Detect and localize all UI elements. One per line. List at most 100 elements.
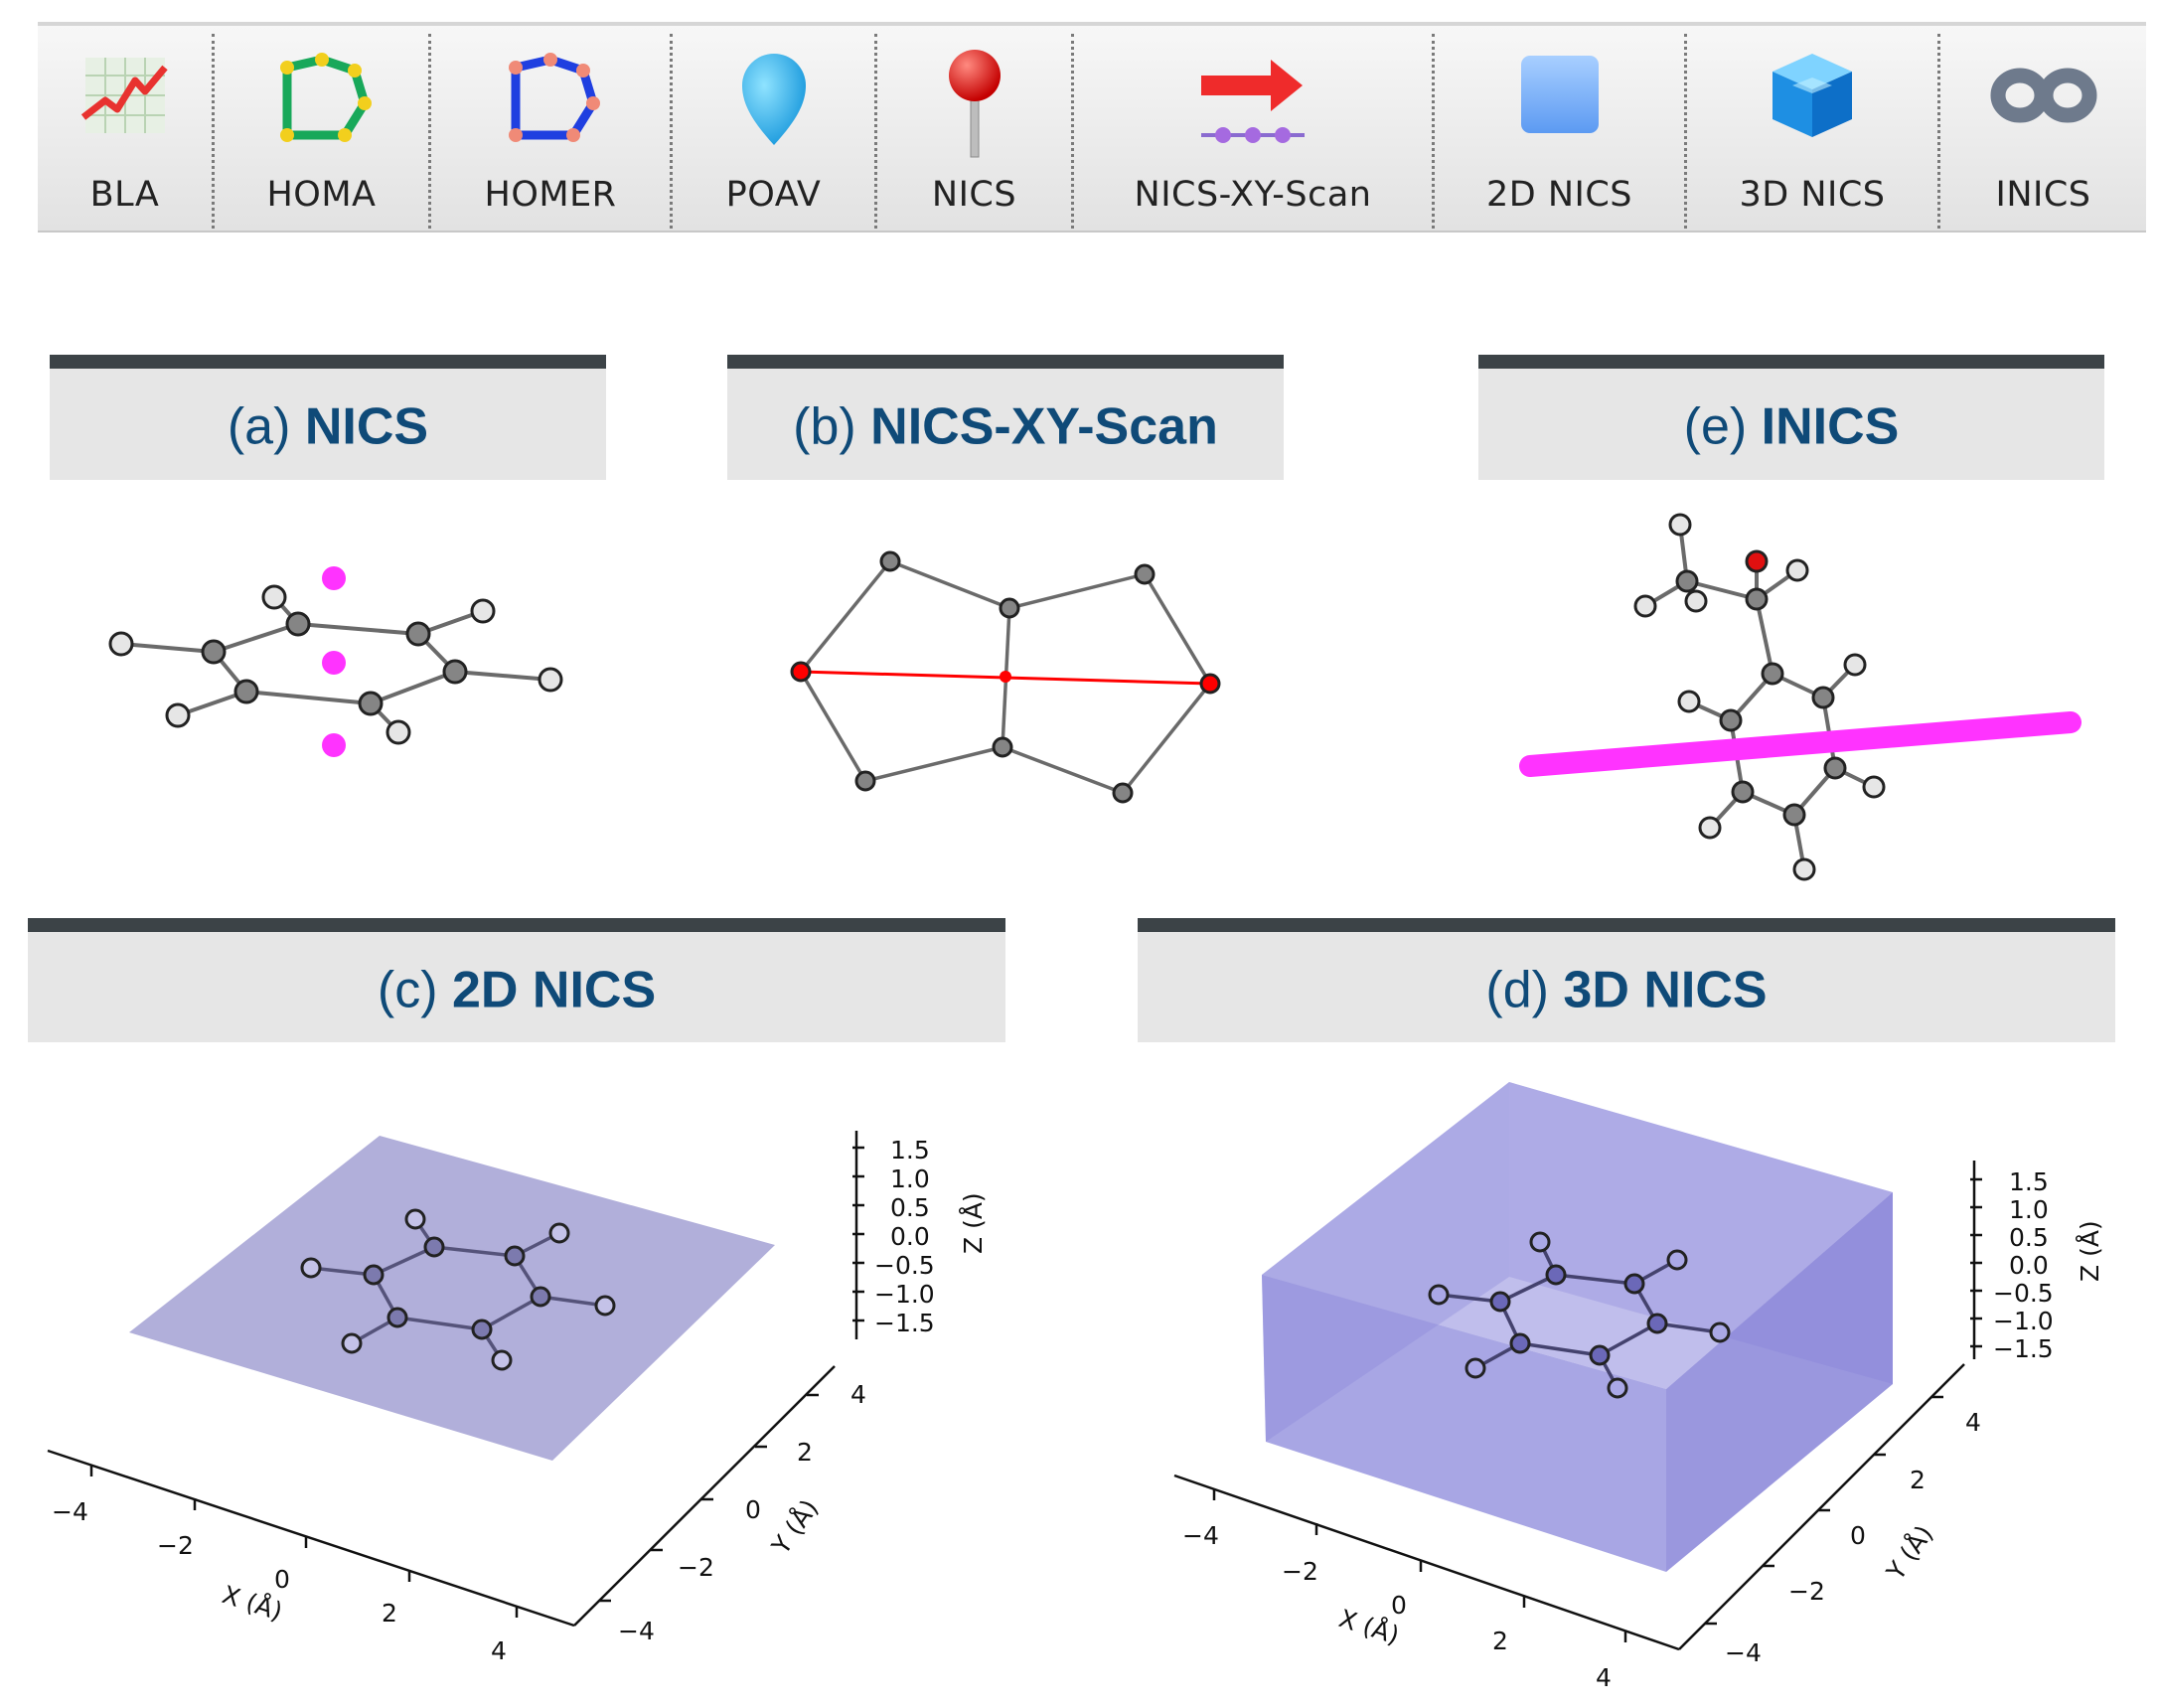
z-tick: 0.5 [2009, 1223, 2049, 1252]
3d-nics-button[interactable]: 3D NICS [1687, 26, 1937, 236]
panel-title: NICS-XY-Scan [870, 397, 1218, 456]
x-tick: −4 [52, 1497, 88, 1526]
panel-header-a: (a) NICS [50, 355, 606, 480]
x-tick: 0 [1391, 1591, 1407, 1620]
z-tick: 1.5 [890, 1136, 930, 1165]
line-chart-icon [38, 46, 212, 175]
pentagon-green-icon [215, 46, 428, 175]
nics-box-side [1666, 1192, 1893, 1572]
panel-prefix: (c) [377, 961, 438, 1019]
x-tick: 4 [491, 1636, 507, 1665]
plot-3d-nics: −4 −2 0 2 4 −4 −2 0 2 4 1.5 1.0 0.5 0.0 … [1173, 1082, 2104, 1692]
toolbar-separator [874, 34, 877, 229]
toolbar-separator [1937, 34, 1940, 229]
x-tick: −2 [157, 1531, 194, 1560]
z-tick: −1.0 [1993, 1307, 2054, 1335]
z-axis-label: Z (Å) [959, 1192, 988, 1254]
toolbar: BLA HOMA HOMER [38, 22, 2146, 233]
panel-header-b: (b) NICS-XY-Scan [727, 355, 1284, 480]
z-tick: −0.5 [874, 1251, 935, 1280]
x-tick: 0 [274, 1565, 290, 1594]
z-tick: 0.0 [890, 1222, 930, 1251]
toolbar-separator [1071, 34, 1074, 229]
y-tick: 4 [1965, 1408, 1981, 1437]
panel-prefix: (e) [1683, 397, 1748, 456]
tool-label: NICS-XY-Scan [1134, 175, 1372, 215]
z-tick: 1.0 [890, 1165, 930, 1193]
oxygen-atom [1745, 549, 1769, 573]
poav-button[interactable]: POAV [673, 26, 874, 236]
panel-prefix: (b) [793, 397, 856, 456]
bla-button[interactable]: BLA [38, 26, 212, 236]
panel-prefix: (a) [227, 397, 291, 456]
toolbar-separator [1432, 34, 1435, 229]
x-tick: 2 [382, 1599, 397, 1628]
nics-molecule [108, 566, 563, 757]
z-tick: −1.5 [874, 1309, 935, 1337]
square-plane-icon [1435, 46, 1684, 175]
y-tick: 0 [1850, 1521, 1866, 1550]
y-tick: −2 [678, 1553, 714, 1582]
tool-label: POAV [725, 175, 822, 215]
y-tick: −4 [1725, 1638, 1762, 1667]
y-tick: 4 [850, 1380, 866, 1409]
ghost-line [1519, 711, 2082, 777]
x-tick: 2 [1492, 1627, 1508, 1655]
arrow-scan-icon [1074, 46, 1432, 175]
toolbar-separator [428, 34, 431, 229]
panel-prefix: (d) [1485, 961, 1549, 1019]
panel-title: NICS [304, 397, 429, 456]
panel-title: 3D NICS [1563, 961, 1768, 1019]
panel-title: INICS [1761, 397, 1900, 456]
homer-button[interactable]: HOMER [431, 26, 670, 236]
z-tick: 1.0 [2009, 1195, 2049, 1224]
y-tick: 0 [745, 1495, 761, 1524]
2d-nics-button[interactable]: 2D NICS [1435, 26, 1684, 236]
z-tick: −1.0 [874, 1280, 935, 1309]
panel-header-e: (e) INICS [1478, 355, 2104, 480]
nics-plane [129, 1136, 775, 1461]
nics-xy-scan-button[interactable]: NICS-XY-Scan [1074, 26, 1432, 236]
inics-molecule [1519, 513, 2082, 881]
pushpin-icon [877, 46, 1071, 175]
panel-header-c: (c) 2D NICS [28, 918, 1005, 1042]
cube-icon [1687, 46, 1937, 175]
ghost-atoms [322, 566, 346, 757]
z-tick: −0.5 [1993, 1279, 2054, 1308]
y-tick: −2 [1788, 1577, 1825, 1606]
tool-label: 2D NICS [1485, 175, 1632, 215]
y-axis-label: Y (Å) [766, 1494, 825, 1560]
tool-label: HOMER [484, 175, 617, 215]
x-tick: −4 [1182, 1521, 1219, 1550]
plot-2d-nics: −4 −2 0 2 4 −4 −2 0 2 4 1.5 1.0 0.5 0.0 … [47, 1131, 988, 1665]
toolbar-separator [670, 34, 673, 229]
y-tick: 2 [1910, 1466, 1926, 1494]
z-tick: 0.0 [2009, 1251, 2049, 1280]
tool-label: INICS [1995, 175, 2091, 215]
z-tick: 1.5 [2009, 1167, 2049, 1196]
toolbar-separator [1684, 34, 1687, 229]
nics-button[interactable]: NICS [877, 26, 1071, 236]
homa-button[interactable]: HOMA [215, 26, 428, 236]
x-tick: −2 [1282, 1557, 1318, 1586]
infinity-icon [1940, 46, 2146, 175]
y-tick: 2 [797, 1438, 813, 1467]
x-tick: 4 [1596, 1663, 1612, 1692]
nics-xy-scan-molecule [790, 550, 1221, 804]
y-tick: −4 [618, 1617, 655, 1645]
z-tick: −1.5 [1993, 1334, 2054, 1363]
tool-label: 3D NICS [1739, 175, 1886, 215]
y-axis-label: Y (Å) [1881, 1520, 1939, 1586]
inics-button[interactable]: INICS [1940, 26, 2146, 236]
pentagon-blue-icon [431, 46, 670, 175]
nics-box-front [1262, 1275, 1666, 1572]
toolbar-separator [212, 34, 215, 229]
tool-label: BLA [89, 175, 160, 215]
droplet-icon [673, 46, 874, 175]
tool-label: HOMA [266, 175, 377, 215]
tool-label: NICS [931, 175, 1017, 215]
z-tick: 0.5 [890, 1193, 930, 1222]
z-axis-label: Z (Å) [2076, 1220, 2104, 1282]
panel-title: 2D NICS [451, 961, 657, 1019]
